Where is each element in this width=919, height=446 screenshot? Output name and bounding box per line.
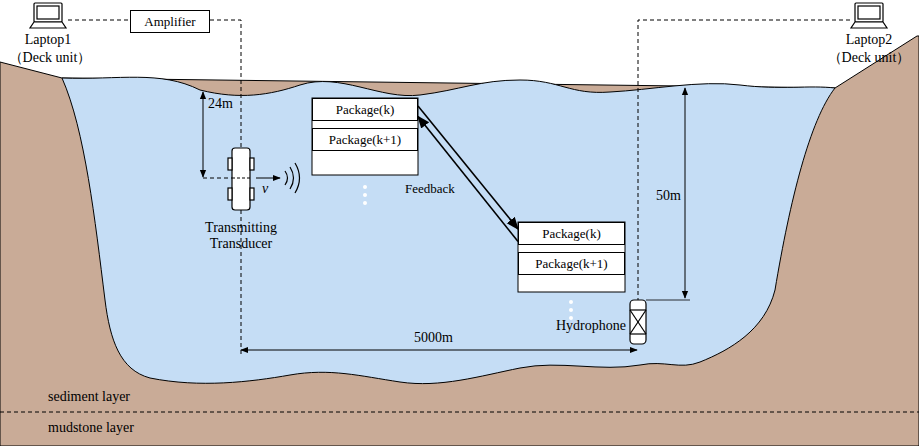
velocity-arrow: [256, 178, 280, 179]
package-row: Package(k): [518, 222, 625, 245]
package-row: Package(k): [312, 98, 418, 121]
device-label: Laptop1: [12, 32, 84, 48]
cable: [68, 20, 241, 148]
depth-label: 24m: [208, 96, 233, 112]
package-row: Package(k+1): [518, 252, 625, 275]
connector-arrow: [418, 106, 518, 229]
package-row: Package(k+1): [312, 128, 418, 151]
node-text: Package(k+1): [317, 132, 413, 147]
range-label: 5000m: [414, 330, 453, 346]
terrain: [0, 36, 919, 446]
connector-arrow: [418, 116, 518, 241]
device-label: Laptop2: [833, 32, 905, 48]
laptop-icon: [851, 3, 887, 28]
water: [62, 77, 835, 383]
edge-label: Feedback: [403, 181, 457, 196]
transducer-symbol: [228, 148, 254, 210]
node-text: Amplifier: [135, 14, 205, 29]
depth-dimension: [685, 88, 686, 298]
laptop-icon: [30, 3, 66, 28]
amplifier-box: Amplifier: [130, 10, 210, 33]
device-label: （Deck unit）: [2, 50, 98, 66]
layer-label: sediment layer: [48, 389, 130, 405]
depth-dimension: [203, 92, 204, 177]
depth-reference: [203, 178, 232, 179]
layer-boundary: [0, 412, 919, 413]
node-text: Package(k): [317, 102, 413, 117]
depth-reference: [646, 300, 690, 301]
package-table: [518, 222, 625, 292]
package-table: [312, 98, 418, 175]
node-text: Package(k): [523, 226, 620, 241]
hydrophone-symbol: [630, 300, 646, 344]
range-dimension: [241, 350, 637, 351]
device-label: （Deck unit）: [822, 50, 916, 66]
sound-waves: [285, 163, 300, 193]
device-label: Hydrophone: [552, 318, 626, 334]
node-text: Package(k+1): [523, 256, 620, 271]
device-label: Transmitting Transducer: [176, 220, 306, 252]
velocity-label: v: [262, 181, 268, 197]
cable: [638, 20, 850, 300]
layer-label: mudstone layer: [48, 420, 134, 436]
depth-label: 50m: [656, 188, 681, 204]
